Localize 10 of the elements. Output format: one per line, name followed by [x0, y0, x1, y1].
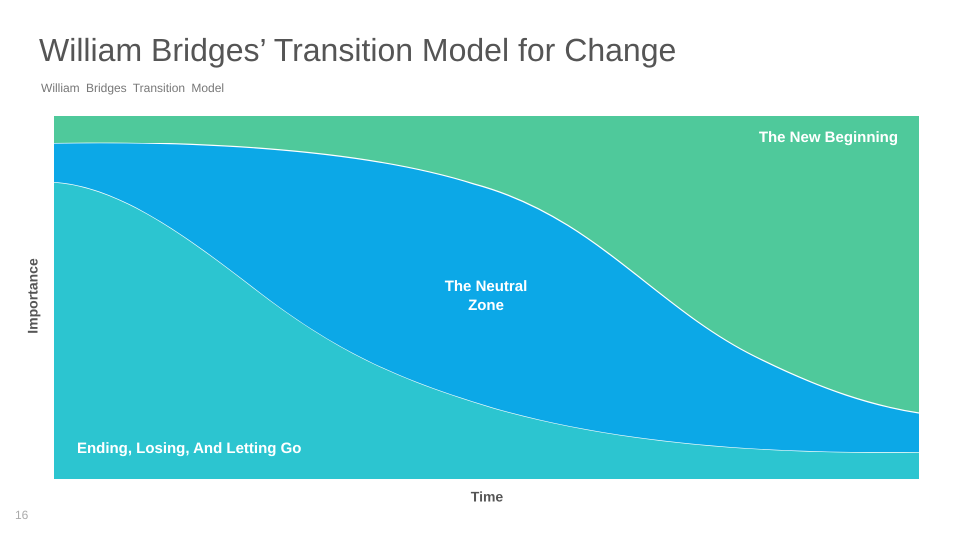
area-band — [54, 182, 919, 479]
band-label: Ending, Losing, And Letting Go — [77, 439, 302, 459]
band-label: The New Beginning — [758, 128, 898, 148]
page-number: 16 — [15, 507, 28, 524]
slide-subtitle: William Bridges Transition Model — [41, 80, 224, 97]
axis-title: Time — [470, 488, 504, 506]
band-label: The Neutral Zone — [444, 277, 528, 315]
axis-title: Importance — [24, 258, 42, 334]
area-band — [54, 116, 919, 413]
slide-title: William Bridges’ Transition Model for Change — [39, 31, 676, 70]
